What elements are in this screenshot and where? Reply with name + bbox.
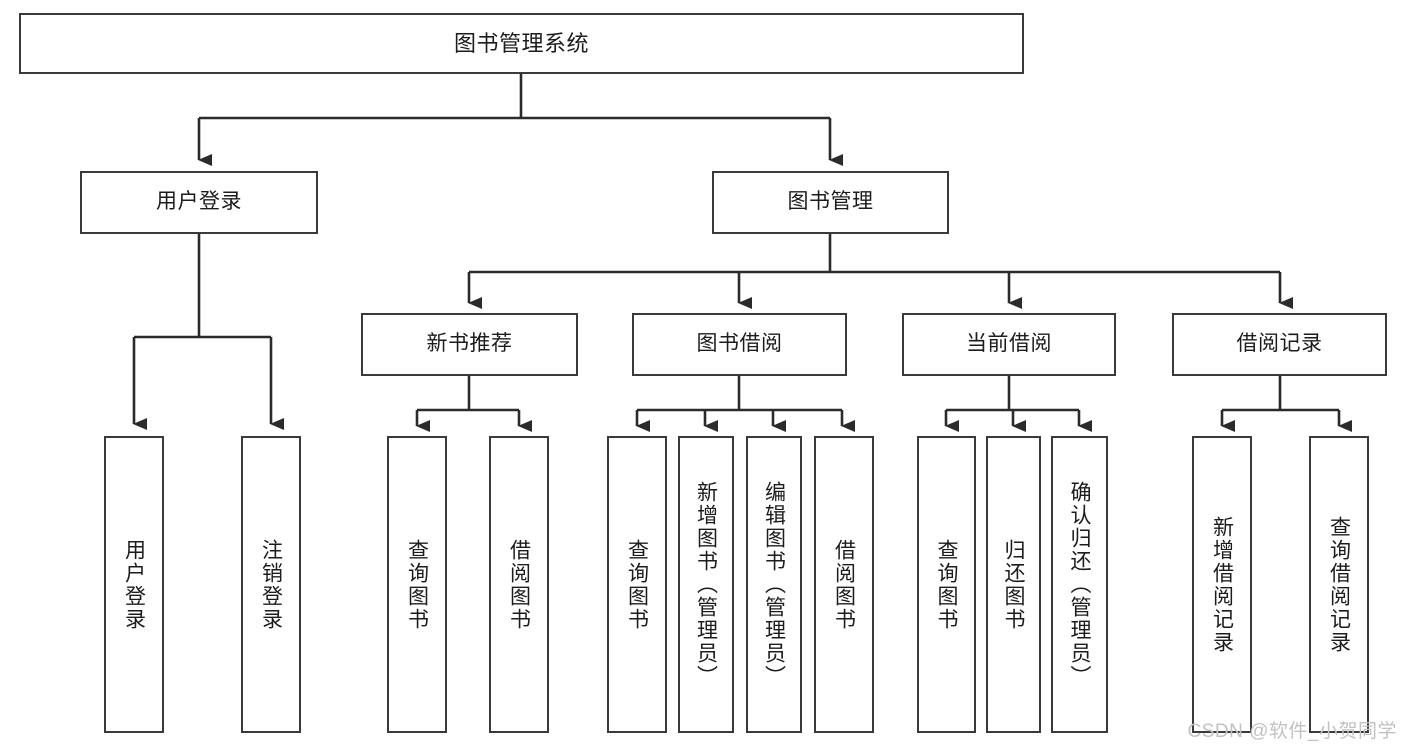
leaf-query-book-current[interactable]: 查询图书 (917, 436, 976, 733)
watermark: CSDN @软件_小贺同学 (1187, 721, 1397, 742)
leaf-add-book-admin-label: 新增图书（管理员） (694, 481, 718, 688)
leaf-borrow-book-new-label: 借阅图书 (507, 538, 531, 631)
leaf-add-book-admin[interactable]: 新增图书（管理员） (678, 436, 734, 733)
leaf-query-book-new[interactable]: 查询图书 (387, 436, 447, 733)
node-book-borrow-label: 图书借阅 (696, 332, 783, 356)
leaf-borrow-book-new[interactable]: 借阅图书 (489, 436, 549, 733)
leaf-query-book-current-label: 查询图书 (935, 538, 958, 631)
node-book-management[interactable]: 图书管理 (712, 171, 949, 234)
leaf-edit-book-admin-label: 编辑图书（管理员） (762, 481, 786, 688)
leaf-query-book-borrow-label: 查询图书 (625, 538, 649, 631)
leaf-logout-label: 注销登录 (259, 538, 283, 631)
leaf-return-book-label: 归还图书 (1002, 538, 1025, 631)
leaf-query-borrow-record-label: 查询借阅记录 (1327, 515, 1351, 654)
node-borrow-records-label: 借阅记录 (1236, 332, 1323, 356)
leaf-confirm-return-admin-label: 确认归还（管理员） (1068, 481, 1091, 688)
leaf-query-book-new-label: 查询图书 (405, 538, 429, 631)
leaf-logout[interactable]: 注销登录 (241, 436, 301, 733)
leaf-add-borrow-record-label: 新增借阅记录 (1210, 515, 1234, 654)
leaf-query-borrow-record[interactable]: 查询借阅记录 (1309, 436, 1369, 733)
node-user-login[interactable]: 用户登录 (80, 171, 318, 234)
leaf-user-login-label: 用户登录 (122, 538, 146, 631)
leaf-confirm-return-admin[interactable]: 确认归还（管理员） (1051, 436, 1108, 733)
leaf-borrow-book[interactable]: 借阅图书 (814, 436, 874, 733)
node-root[interactable]: 图书管理系统 (19, 13, 1024, 74)
node-user-login-label: 用户登录 (156, 190, 242, 214)
node-current-borrow[interactable]: 当前借阅 (902, 313, 1116, 376)
node-borrow-records[interactable]: 借阅记录 (1172, 313, 1387, 376)
node-root-label: 图书管理系统 (453, 30, 589, 56)
leaf-borrow-book-label: 借阅图书 (832, 538, 856, 631)
node-book-management-label: 图书管理 (787, 190, 874, 214)
leaf-query-book-borrow[interactable]: 查询图书 (607, 436, 667, 733)
leaf-edit-book-admin[interactable]: 编辑图书（管理员） (746, 436, 802, 733)
node-current-borrow-label: 当前借阅 (966, 332, 1052, 356)
leaf-add-borrow-record[interactable]: 新增借阅记录 (1192, 436, 1252, 733)
node-book-borrow[interactable]: 图书借阅 (632, 313, 847, 376)
leaf-user-login[interactable]: 用户登录 (104, 436, 164, 733)
node-new-book-recommend[interactable]: 新书推荐 (361, 313, 578, 376)
leaf-return-book[interactable]: 归还图书 (986, 436, 1041, 733)
node-new-book-recommend-label: 新书推荐 (426, 332, 513, 356)
